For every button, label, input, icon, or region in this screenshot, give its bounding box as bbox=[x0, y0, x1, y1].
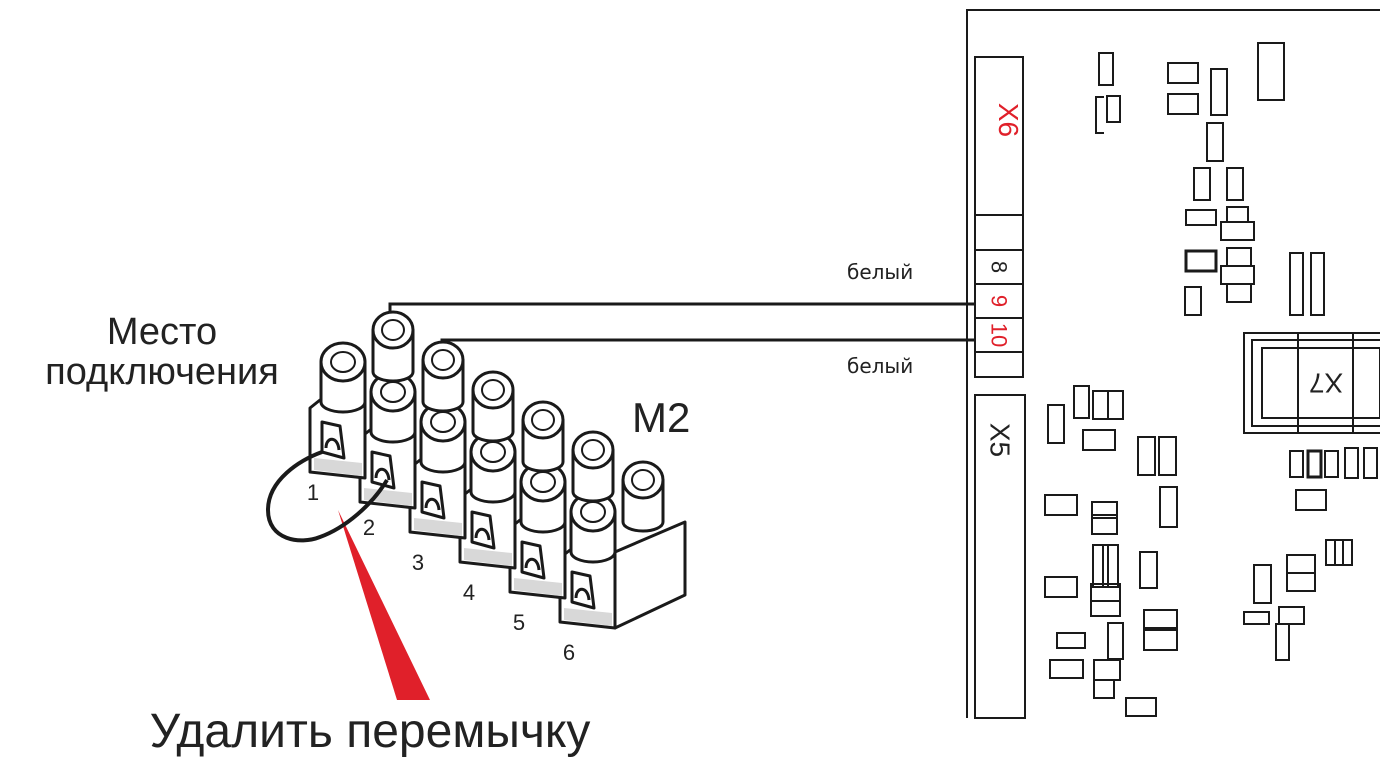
back-screw-hole bbox=[531, 409, 555, 431]
wire-entry-clamp bbox=[424, 497, 441, 511]
terminal-number-1: 1 bbox=[307, 480, 319, 505]
wire-entry-clamp bbox=[574, 587, 591, 601]
front-screw-hole bbox=[430, 411, 456, 433]
wire-entry-clamp bbox=[474, 527, 491, 541]
terminal-block-m2 bbox=[308, 310, 687, 630]
board-outline bbox=[966, 9, 1380, 718]
terminal-number-4: 4 bbox=[463, 580, 475, 605]
connection-place-line-2: подключения bbox=[45, 351, 279, 393]
x6-pin-10: 10 bbox=[987, 323, 1012, 347]
connection-place-line-1: Место bbox=[106, 311, 218, 353]
wire-entry-clamp bbox=[324, 437, 341, 451]
front-screw-hole bbox=[330, 351, 356, 373]
x6-label: X6 bbox=[993, 103, 1024, 137]
x5-label: X5 bbox=[985, 423, 1016, 457]
jumper-wire bbox=[265, 450, 389, 543]
x7-label: X7 bbox=[1309, 368, 1343, 399]
back-screw-hole bbox=[381, 319, 405, 341]
wire-top bbox=[388, 302, 976, 318]
remove-jumper-label: Удалить перемычку bbox=[149, 705, 591, 758]
back-screw-hole bbox=[631, 469, 655, 491]
wire-bottom bbox=[440, 338, 976, 350]
wire-entry-clamp bbox=[524, 557, 541, 571]
block-shadow bbox=[464, 548, 512, 566]
block-name-label: M2 bbox=[632, 394, 691, 441]
back-screw-hole bbox=[481, 379, 505, 401]
front-screw-hole bbox=[480, 441, 506, 463]
connector-x5 bbox=[974, 394, 1026, 719]
wire-top-label: белый bbox=[847, 260, 914, 284]
wire-entry-clamp bbox=[374, 467, 391, 481]
back-screw-hole bbox=[431, 349, 455, 371]
smd-components bbox=[1044, 42, 1378, 717]
terminal-number-3: 3 bbox=[412, 550, 424, 575]
connector-x6 bbox=[974, 56, 1024, 378]
block-shadow bbox=[414, 518, 462, 536]
front-screw-hole bbox=[530, 471, 556, 493]
terminal-number-6: 6 bbox=[563, 640, 575, 665]
terminal-number-5: 5 bbox=[513, 610, 525, 635]
terminal-number-2: 2 bbox=[363, 515, 375, 540]
jumper-pointer-arrow bbox=[338, 510, 430, 700]
front-screw-hole bbox=[580, 501, 606, 523]
front-screw-hole bbox=[380, 381, 406, 403]
connection-place-label: Место подключения bbox=[12, 313, 312, 391]
block-shadow bbox=[564, 608, 612, 626]
back-screw-hole bbox=[581, 439, 605, 461]
block-shadow bbox=[514, 578, 562, 596]
x6-pin-9: 9 bbox=[987, 295, 1012, 307]
connector-x7 bbox=[1243, 332, 1380, 434]
block-shadow bbox=[314, 458, 362, 476]
x6-pin-8: 8 bbox=[987, 261, 1012, 273]
control-board bbox=[966, 9, 1380, 719]
wires bbox=[388, 302, 976, 350]
wire-bottom-label: белый bbox=[847, 354, 914, 378]
block-end-cap bbox=[613, 520, 687, 630]
